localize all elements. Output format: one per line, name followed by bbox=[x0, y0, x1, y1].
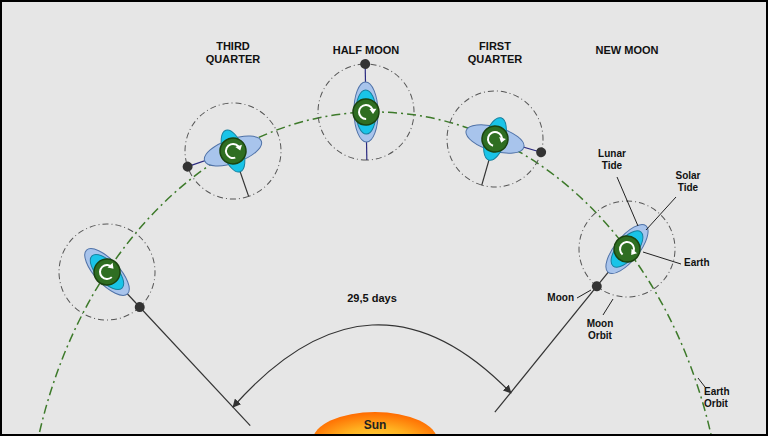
earth-position bbox=[458, 181, 695, 436]
earth bbox=[353, 99, 379, 125]
sun-line bbox=[495, 249, 627, 412]
lunar-tide bbox=[78, 242, 136, 302]
phase-heading: FIRST QUARTER bbox=[460, 40, 530, 65]
earth-position bbox=[167, 90, 294, 214]
phase-heading: HALF MOON bbox=[311, 44, 421, 57]
solar-tide bbox=[479, 115, 510, 163]
period-label: 29,5 days bbox=[317, 292, 427, 305]
moon-orbit bbox=[172, 90, 294, 212]
moon bbox=[360, 59, 370, 69]
solar-tide bbox=[216, 127, 249, 175]
earth bbox=[89, 254, 126, 291]
moon bbox=[590, 279, 604, 293]
leader-line bbox=[603, 299, 613, 315]
callout-label: Moon Orbit bbox=[578, 318, 622, 341]
sun-line bbox=[107, 272, 250, 426]
moon-orbit bbox=[559, 181, 694, 316]
moon-orbit bbox=[39, 204, 175, 340]
leader-line bbox=[698, 378, 705, 387]
sun-shape: Sun bbox=[313, 412, 437, 436]
moon-orbit bbox=[436, 80, 555, 199]
sun-label: Sun bbox=[313, 412, 437, 432]
earth-position bbox=[436, 80, 560, 200]
moon-orbit bbox=[317, 63, 415, 161]
moon bbox=[535, 146, 547, 158]
earth bbox=[216, 134, 249, 167]
leader-line bbox=[577, 290, 591, 298]
lunar-tide bbox=[599, 218, 655, 280]
phase-heading: THIRD QUARTER bbox=[198, 40, 268, 65]
period-arc bbox=[233, 325, 511, 407]
earth-position bbox=[317, 58, 415, 161]
solar-tide bbox=[605, 226, 648, 273]
earth bbox=[609, 231, 646, 268]
callout-label: Lunar Tide bbox=[591, 148, 633, 171]
leader-line bbox=[617, 177, 638, 226]
leader-line bbox=[643, 252, 681, 264]
callout-label: Solar Tide bbox=[667, 170, 709, 193]
earth-orbit bbox=[25, 112, 725, 436]
phase-heading: NEW MOON bbox=[572, 44, 682, 57]
earth bbox=[479, 123, 511, 155]
solar-tide bbox=[85, 249, 130, 295]
moon bbox=[181, 160, 194, 173]
callout-label: Earth Orbit bbox=[704, 386, 748, 409]
lunar-tide bbox=[353, 82, 378, 142]
moon bbox=[133, 300, 147, 314]
sun-disc bbox=[313, 412, 437, 436]
leader-lines bbox=[577, 177, 705, 387]
callout-label: Moon bbox=[524, 292, 574, 304]
leader-line bbox=[646, 197, 676, 230]
earth-position bbox=[39, 204, 285, 436]
callout-label: Earth bbox=[684, 257, 734, 269]
